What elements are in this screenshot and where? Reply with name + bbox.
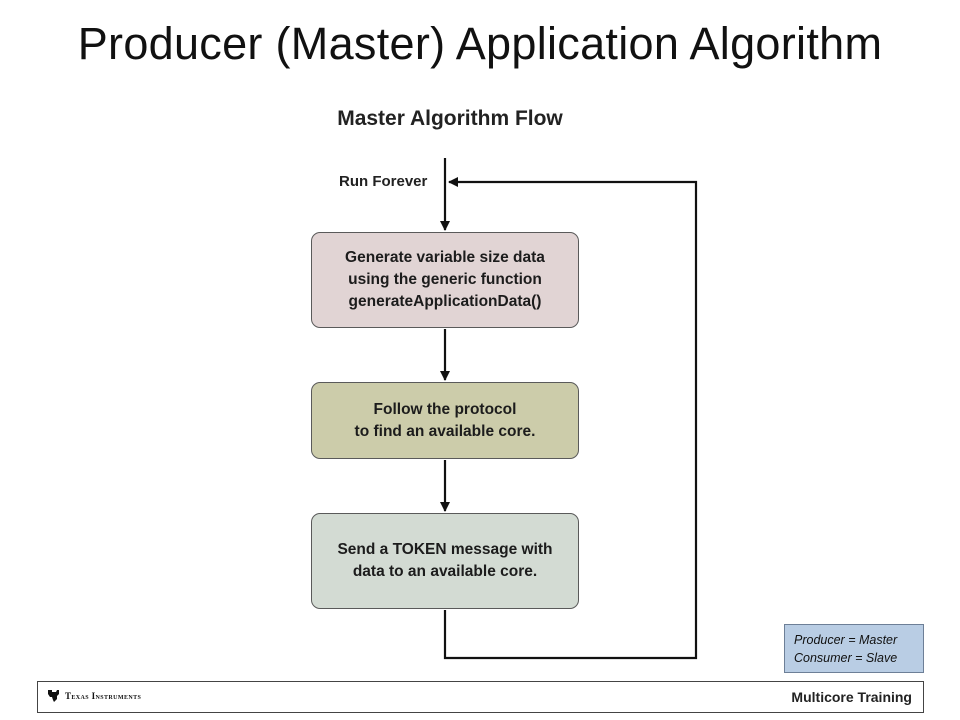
ti-logo-text: Texas Instruments [65,691,142,701]
loop-back-arrow [443,177,698,660]
legend-line-producer: Producer = Master [794,633,898,647]
legend-line-consumer: Consumer = Slave [794,651,898,665]
step-find-core: Follow the protocol to find an available… [311,382,579,459]
loop-label: Run Forever [339,173,428,190]
ti-logo: Texas Instruments [47,689,141,703]
legend-box: Producer = Master Consumer = Slave [784,624,924,673]
diagram-title: Master Algorithm Flow [337,107,563,130]
step-send-token-text: Send a TOKEN message with data to an ava… [337,541,553,580]
step-send-token: Send a TOKEN message with data to an ava… [311,513,579,609]
step-generate-data: Generate variable size data using the ge… [311,232,579,328]
step-find-core-text: Follow the protocol to find an available… [354,400,536,440]
ti-map-icon [48,690,59,702]
step-generate-data-text: Generate variable size data using the ge… [345,249,545,310]
footer-brand: Multicore Training [791,689,912,705]
footer-bar: Texas Instruments Multicore Training [37,681,924,713]
slide-title: Producer (Master) Application Algorithm [77,18,883,69]
